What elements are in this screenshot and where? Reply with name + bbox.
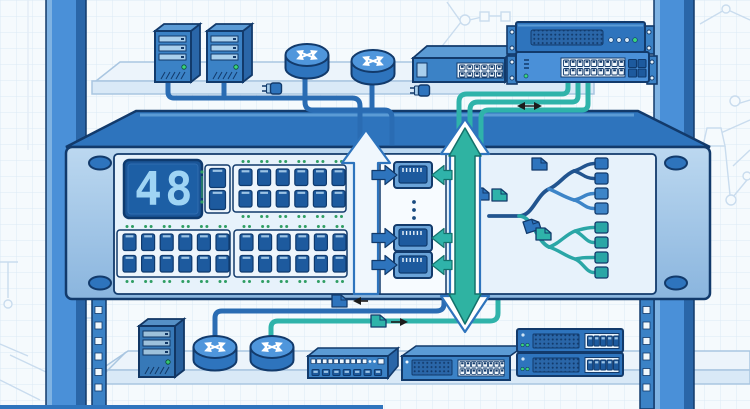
sfp-port-grid <box>627 58 647 78</box>
hub-top-ports <box>310 358 368 364</box>
vent-mesh <box>530 29 604 46</box>
frame-edge <box>0 405 383 409</box>
mini-hub-icon <box>305 346 401 381</box>
port-grid <box>239 233 347 273</box>
cable-blue-routers <box>302 69 395 168</box>
right-rail-mounting-strip <box>639 285 655 409</box>
switch-port-grid <box>459 64 503 78</box>
fiber-endpoints-mid <box>594 187 609 215</box>
rack-screw-slot <box>664 275 688 291</box>
port-bank-bottom-left <box>116 225 231 283</box>
switch-port-grid <box>587 335 620 347</box>
flow-ribbon-inner <box>448 127 482 325</box>
port-grid <box>122 233 230 273</box>
cable-teal-3 <box>478 79 591 168</box>
status-led-green <box>520 367 525 372</box>
console-jack <box>393 161 433 189</box>
switch-16-port-icon <box>399 345 527 381</box>
fiber-endpoints-bottom <box>594 221 609 279</box>
cable-teal-1 <box>456 79 571 168</box>
router-icon <box>352 50 395 85</box>
switch-port-grid <box>459 361 506 375</box>
port-bank-bottom-right <box>233 225 348 283</box>
port-bank-top <box>232 160 347 218</box>
cable-blue-servers <box>165 71 363 168</box>
uplink-port-block <box>200 164 231 214</box>
vent-mesh <box>532 357 580 373</box>
flow-ribbon-teal <box>439 117 491 334</box>
annotation-icons <box>261 82 542 328</box>
router-icon <box>286 44 329 79</box>
tower-server-icon <box>154 23 201 83</box>
rack-screw-slot <box>88 275 112 291</box>
tower-server-icon <box>206 23 253 83</box>
left-rail-mounting-strip <box>91 285 107 409</box>
seven-segment-display: 48 <box>122 158 204 220</box>
patch-panel: 48 <box>64 117 712 334</box>
switch-port-grid <box>563 59 625 76</box>
status-led-green <box>523 73 529 79</box>
display-value: 48 <box>134 162 195 216</box>
stacked-switch-icon <box>516 352 624 377</box>
port-grid <box>238 168 346 208</box>
rack-screw-slot <box>88 155 112 171</box>
rack-screw-slot <box>664 155 688 171</box>
top-cables <box>165 67 591 168</box>
status-led-green <box>525 343 530 348</box>
status-led-green <box>632 37 638 43</box>
jack-arrows <box>371 164 453 276</box>
console-jack <box>393 251 433 279</box>
vent-mesh <box>411 359 453 376</box>
uplink-ports <box>208 167 227 211</box>
patch-panel-top-face <box>65 109 711 149</box>
vent-mesh <box>532 333 580 349</box>
hub-front-ports <box>311 369 383 376</box>
status-led-green <box>520 343 525 348</box>
rack-switch-icon <box>506 51 658 85</box>
rack-server-icon <box>506 21 655 55</box>
cable-blue-bottom <box>212 285 447 349</box>
stacked-switch-icon <box>516 328 624 353</box>
status-led <box>616 37 622 43</box>
fiber-endpoints-top <box>594 157 609 185</box>
router-icon <box>194 336 237 371</box>
status-led-green <box>525 367 530 372</box>
status-led <box>608 37 614 43</box>
switch-port-grid <box>587 359 620 371</box>
status-led <box>624 37 630 43</box>
tower-server-icon <box>138 318 185 378</box>
desktop-switch-icon <box>410 44 522 84</box>
router-icon <box>251 336 294 371</box>
console-jack <box>393 224 433 252</box>
